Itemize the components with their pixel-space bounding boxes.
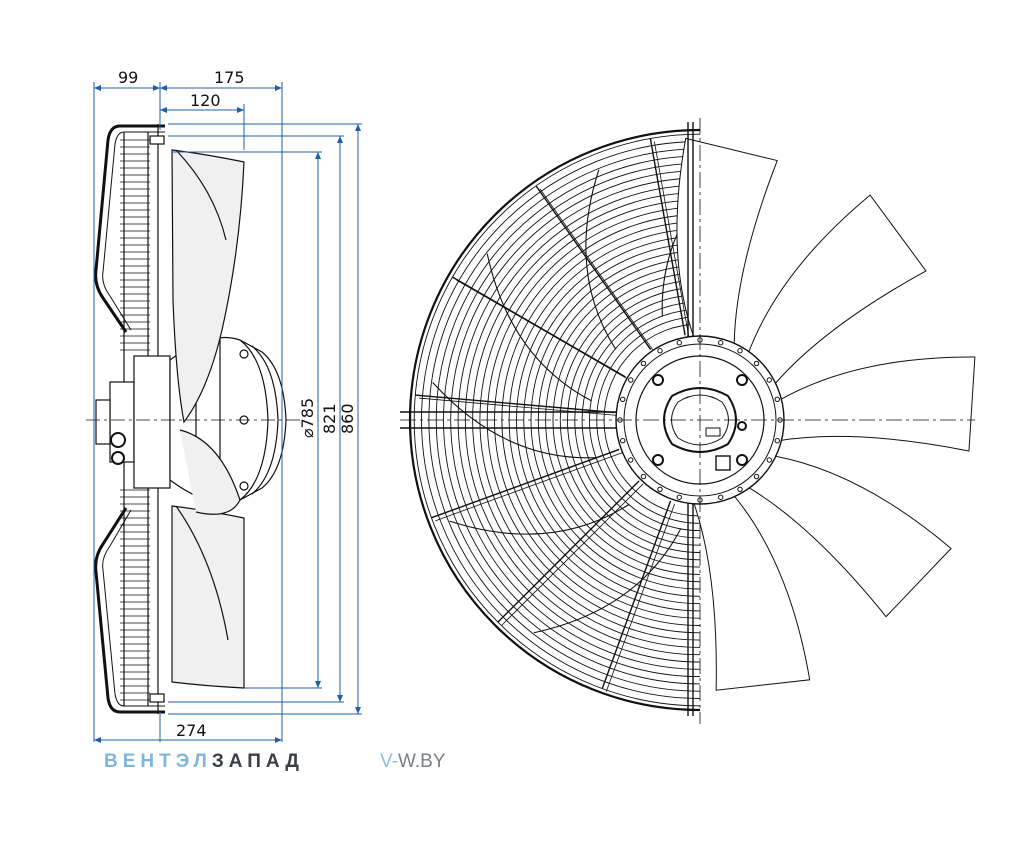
hub-bolt <box>676 494 682 500</box>
guard-spoke <box>535 185 652 350</box>
dim-274: 274 <box>176 721 207 740</box>
front-blades <box>676 137 976 691</box>
guard-ring <box>559 279 701 561</box>
hub-bolt <box>766 377 772 383</box>
hub-bolt <box>774 396 780 402</box>
guard-wires <box>120 139 150 701</box>
hub-bolt <box>737 486 743 492</box>
hub-bolt <box>753 360 760 367</box>
hub-bolt <box>766 457 772 463</box>
fan-blade <box>692 494 811 691</box>
guard-spoke-edge <box>653 141 690 339</box>
dimension-labels: 99 175 120 274 ⌀785 821 860 <box>118 68 357 740</box>
hub-bolt <box>628 457 634 463</box>
hub-bolts <box>617 337 783 503</box>
guard-curved-spoke <box>486 253 592 402</box>
guard-spoke <box>497 480 640 623</box>
guard-spoke-edge <box>501 483 644 626</box>
dim-99: 99 <box>118 68 138 87</box>
guard-ring <box>443 162 701 678</box>
side-view <box>86 124 300 714</box>
guard-ring <box>450 170 701 670</box>
hub-bolt <box>737 348 743 354</box>
dimensions <box>93 82 362 743</box>
site-url[interactable]: V- W.BY <box>380 750 445 774</box>
dim-120: 120 <box>190 91 221 110</box>
guard-ring <box>472 192 701 648</box>
hub-bolt <box>657 348 663 354</box>
guard-spoke-edge <box>605 503 675 692</box>
hub-bolt <box>718 494 724 500</box>
fan-blade <box>676 137 778 347</box>
guard-spoke-edge <box>435 452 624 522</box>
guard-spoke <box>601 500 672 689</box>
fan-blade <box>778 356 976 452</box>
guard-ring <box>552 272 701 568</box>
hub-bolt <box>640 473 647 480</box>
hub-bolt <box>676 340 682 346</box>
dim-860: 860 <box>338 403 357 434</box>
site-url-part2: W.BY <box>397 751 446 772</box>
guard-spoke <box>431 448 620 519</box>
hub-bolt <box>774 438 780 444</box>
brand-name-part2: ЗАПАД <box>211 751 304 772</box>
blades-side <box>171 149 245 689</box>
guard-curved-spoke <box>449 503 630 535</box>
hub-bolt <box>620 438 626 444</box>
hub-bolt <box>718 340 724 346</box>
brand-name-part1: ВЕНТЭЛ <box>104 751 212 772</box>
guard-spoke <box>451 276 626 378</box>
guard-spoke-edge <box>456 279 630 381</box>
hub-bolt <box>657 486 663 492</box>
dim-785: ⌀785 <box>298 398 317 438</box>
hub-bolt <box>628 377 634 383</box>
dim-821: 821 <box>320 403 339 434</box>
hub-bolt <box>620 396 626 402</box>
site-url-part1: V- <box>380 751 398 772</box>
front-view <box>400 118 976 724</box>
hub-bolt <box>640 360 647 367</box>
guard-curved-spoke <box>585 169 617 350</box>
fan-blade <box>747 194 927 386</box>
guard-curved-spoke <box>432 382 597 459</box>
hub-bolt <box>753 473 760 480</box>
guard-spoke <box>649 138 686 336</box>
brand-logo: ВЕНТЭЛ ЗАПАД <box>104 750 304 774</box>
guard-spoke-edge <box>539 188 656 353</box>
guard-curved-spoke <box>533 528 682 634</box>
guard-ring <box>479 199 701 641</box>
dim-175: 175 <box>214 68 245 87</box>
fan-blade <box>746 455 952 618</box>
guard-spoke-edge <box>419 397 619 416</box>
guard-frame <box>94 124 165 714</box>
